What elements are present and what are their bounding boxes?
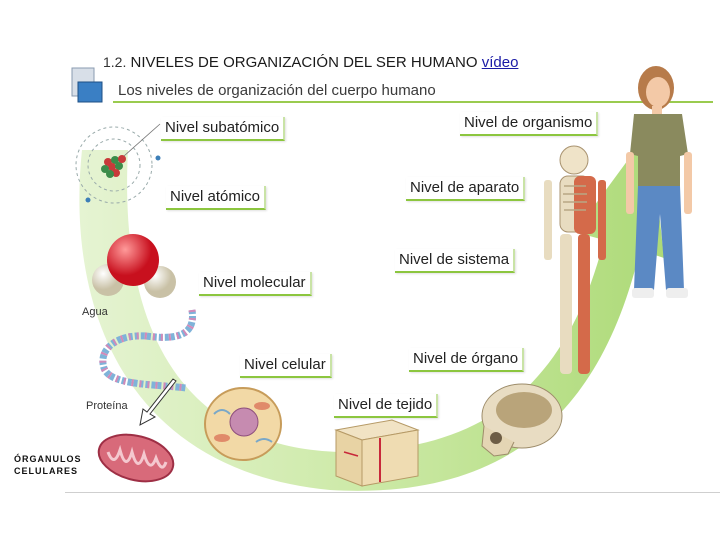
presentation-icon (71, 67, 103, 103)
water-label: Agua (82, 306, 108, 318)
mitochondrion-illustration (97, 433, 175, 483)
page-heading: 1.2. NIVELES DE ORGANIZACIÓN DEL SER HUM… (103, 54, 518, 71)
organelles-label-line1: ÓRGANULOS (14, 454, 82, 464)
protein-chain-illustration (99, 309, 196, 392)
footer-divider (65, 492, 720, 493)
level-label-apparatus: Nivel de aparato (406, 177, 526, 201)
protein-label: Proteína (86, 400, 128, 412)
level-label-organism: Nivel de organismo (460, 112, 599, 136)
video-link[interactable]: vídeo (481, 54, 519, 71)
atom-illustration (75, 123, 161, 204)
pointer-arrow-icon (139, 378, 177, 426)
organelles-label: ÓRGANULOS CELULARES (14, 453, 82, 477)
water-molecule-illustration (92, 234, 176, 298)
level-label-tissue: Nivel de tejido (334, 394, 439, 418)
level-label-atomic: Nivel atómico (166, 186, 267, 210)
level-label-cellular: Nivel celular (240, 354, 332, 378)
level-label-molecular: Nivel molecular (199, 272, 312, 296)
subtitle-underline (113, 101, 713, 103)
anatomy-figure-illustration (544, 145, 606, 374)
level-label-subatomic: Nivel subatómico (161, 117, 286, 141)
level-label-system: Nivel de sistema (395, 249, 516, 273)
cell-illustration (204, 387, 282, 461)
level-label-organ: Nivel de órgano (409, 348, 525, 372)
heading-title: NIVELES DE ORGANIZACIÓN DEL SER HUMANO (130, 54, 478, 71)
figure-subtitle: Los niveles de organización del cuerpo h… (118, 82, 436, 99)
heading-number: 1.2. (103, 54, 127, 70)
skull-illustration (481, 383, 563, 457)
woman-organism-illustration (626, 66, 692, 298)
organelles-label-line2: CELULARES (14, 466, 79, 476)
tissue-illustration (334, 419, 420, 487)
